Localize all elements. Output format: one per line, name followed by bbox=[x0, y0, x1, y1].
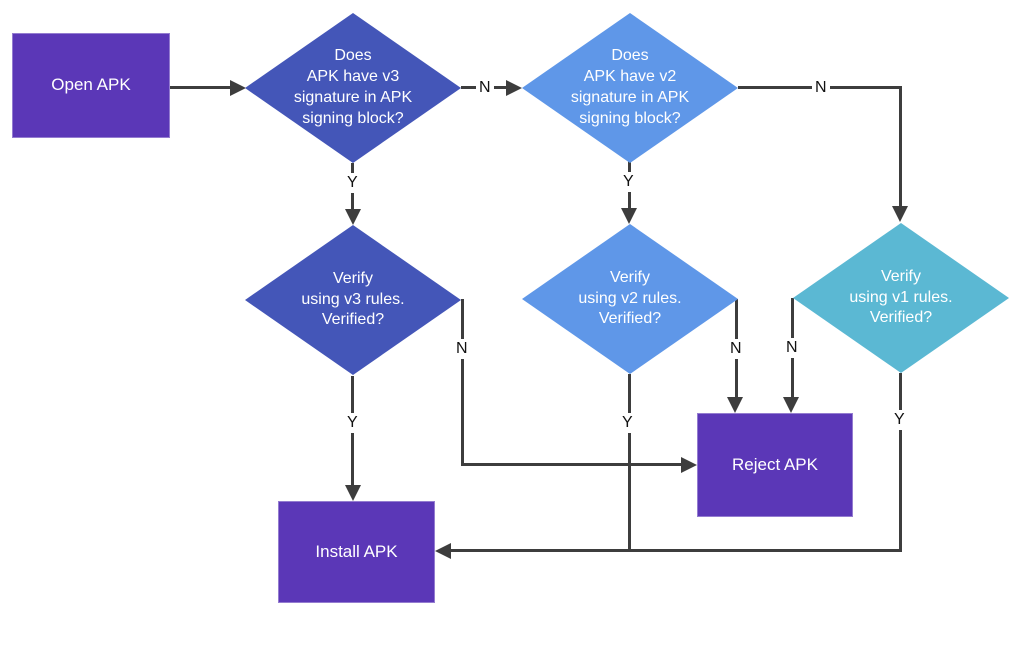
node-decision-verify-v1: Verify using v1 rules. Verified? bbox=[793, 223, 1009, 373]
node-reject-apk-label: Reject APK bbox=[732, 454, 818, 474]
edge-hasv3-to-hasv2-arrowhead bbox=[506, 80, 522, 96]
node-decision-verify-v2-label: Verify using v2 rules. Verified? bbox=[578, 268, 682, 328]
edge-open-to-hasv3-line bbox=[170, 86, 232, 89]
edge-verifyv3-to-reject-hline bbox=[461, 463, 682, 466]
edge-label-verifyv2-no: N bbox=[727, 339, 745, 359]
edge-label-hasv2-yes: Y bbox=[620, 172, 637, 192]
node-install-apk: Install APK bbox=[278, 501, 435, 603]
edge-hasv2-to-verifyv1-arrowhead bbox=[892, 206, 908, 222]
edge-verifyv1-to-install-arrowhead bbox=[435, 543, 451, 559]
edge-verifyv1-to-install-hline bbox=[450, 549, 902, 552]
edge-label-verifyv3-no: N bbox=[453, 339, 471, 359]
edge-label-hasv3-no: N bbox=[476, 78, 494, 98]
edge-verifyv3-to-reject-vline bbox=[461, 299, 464, 466]
node-decision-verify-v2: Verify using v2 rules. Verified? bbox=[522, 224, 738, 374]
edge-hasv2-to-verifyv1-vline bbox=[899, 86, 902, 207]
node-decision-has-v3: Does APK have v3 signature in APK signin… bbox=[245, 13, 461, 163]
node-decision-verify-v3: Verify using v3 rules. Verified? bbox=[245, 225, 461, 375]
edge-label-verifyv1-yes: Y bbox=[891, 410, 908, 430]
edge-label-verifyv1-no: N bbox=[783, 338, 801, 358]
edge-label-hasv2-no: N bbox=[812, 78, 830, 98]
node-decision-verify-v1-label: Verify using v1 rules. Verified? bbox=[849, 267, 953, 327]
edge-verifyv2-to-install-vline bbox=[628, 374, 631, 552]
edge-verifyv1-to-install-vline bbox=[899, 373, 902, 552]
node-decision-verify-v3-label: Verify using v3 rules. Verified? bbox=[301, 269, 405, 329]
edge-hasv2-to-verifyv2-arrowhead bbox=[621, 208, 637, 224]
edge-label-verifyv2-yes: Y bbox=[619, 413, 636, 433]
node-open-apk-label: Open APK bbox=[51, 75, 131, 95]
edge-label-verifyv3-yes: Y bbox=[344, 413, 361, 433]
edge-verifyv3-to-reject-arrowhead bbox=[681, 457, 697, 473]
node-decision-has-v2-label: Does APK have v2 signature in APK signin… bbox=[570, 47, 690, 127]
edge-verifyv3-to-install-arrowhead bbox=[345, 485, 361, 501]
edge-open-to-hasv3-arrowhead bbox=[230, 80, 246, 96]
edge-hasv3-to-verifyv3-arrowhead bbox=[345, 209, 361, 225]
node-reject-apk: Reject APK bbox=[697, 413, 853, 517]
node-open-apk: Open APK bbox=[12, 33, 170, 138]
node-decision-has-v2: Does APK have v2 signature in APK signin… bbox=[522, 13, 738, 163]
node-install-apk-label: Install APK bbox=[315, 541, 398, 561]
edge-verifyv1-to-reject-arrowhead bbox=[783, 397, 799, 413]
edge-verifyv2-to-reject-arrowhead bbox=[727, 397, 743, 413]
edge-label-hasv3-yes: Y bbox=[344, 173, 361, 193]
node-decision-has-v3-label: Does APK have v3 signature in APK signin… bbox=[293, 47, 413, 127]
